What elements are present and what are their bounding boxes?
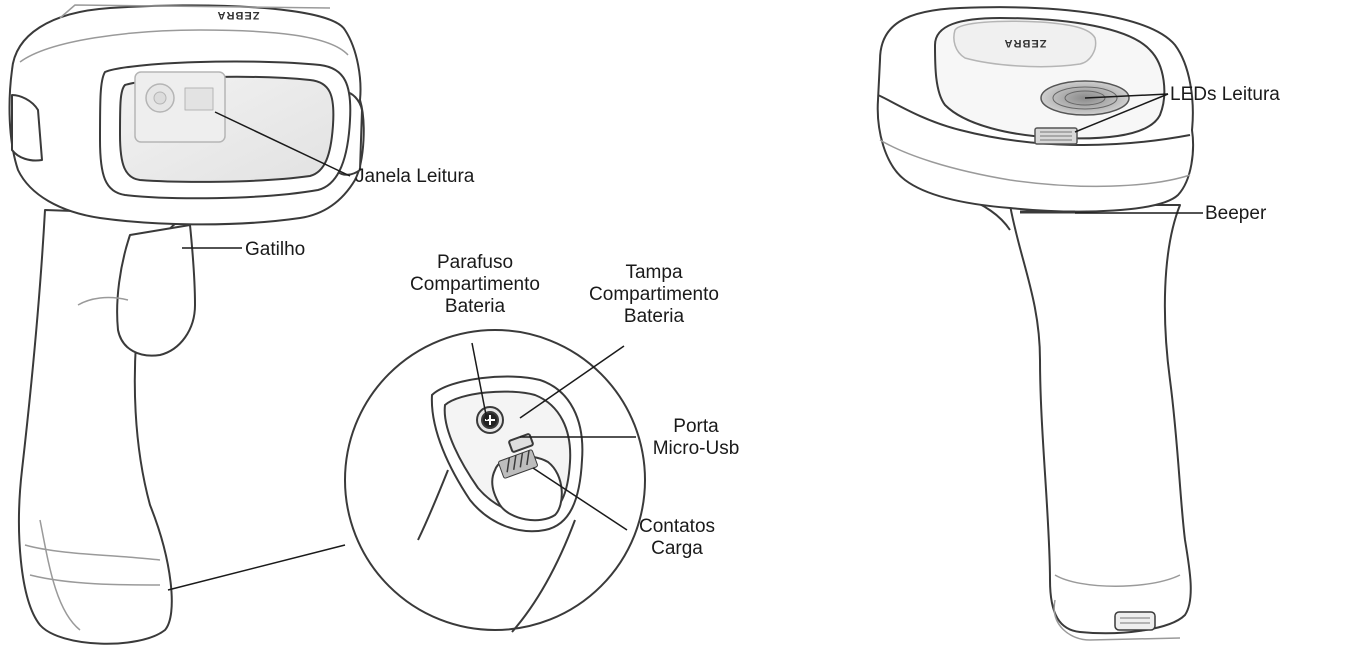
right-scanner: ZEBRA <box>878 7 1193 640</box>
label-parafuso-line2: Compartimento <box>405 274 545 296</box>
label-porta-line2: Micro-Usb <box>636 438 756 460</box>
label-gatilho: Gatilho <box>245 239 305 261</box>
label-parafuso-line1: Parafuso <box>405 252 545 274</box>
svg-text:ZEBRA: ZEBRA <box>217 9 260 21</box>
label-beeper: Beeper <box>1205 203 1266 225</box>
label-contatos: Contatos Carga <box>622 516 732 560</box>
label-porta-line1: Porta <box>636 416 756 438</box>
label-parafuso-line3: Bateria <box>405 296 545 318</box>
label-tampa-line1: Tampa <box>584 262 724 284</box>
leader-zoom <box>168 545 345 590</box>
left-scanner-trigger <box>117 225 195 356</box>
label-leds-leitura: LEDs Leitura <box>1170 84 1280 106</box>
label-tampa: Tampa Compartimento Bateria <box>584 262 724 328</box>
label-porta: Porta Micro-Usb <box>636 416 756 460</box>
label-janela-leitura: Janela Leitura <box>355 166 474 188</box>
label-contatos-line2: Carga <box>622 538 732 560</box>
label-parafuso: Parafuso Compartimento Bateria <box>405 252 545 318</box>
label-tampa-line3: Bateria <box>584 306 724 328</box>
right-scanner-handle <box>1010 205 1191 633</box>
zoom-detail <box>345 330 645 632</box>
left-scanner: ZEBRA <box>10 5 364 644</box>
label-tampa-line2: Compartimento <box>584 284 724 306</box>
svg-text:ZEBRA: ZEBRA <box>1004 37 1047 49</box>
label-contatos-line1: Contatos <box>622 516 732 538</box>
